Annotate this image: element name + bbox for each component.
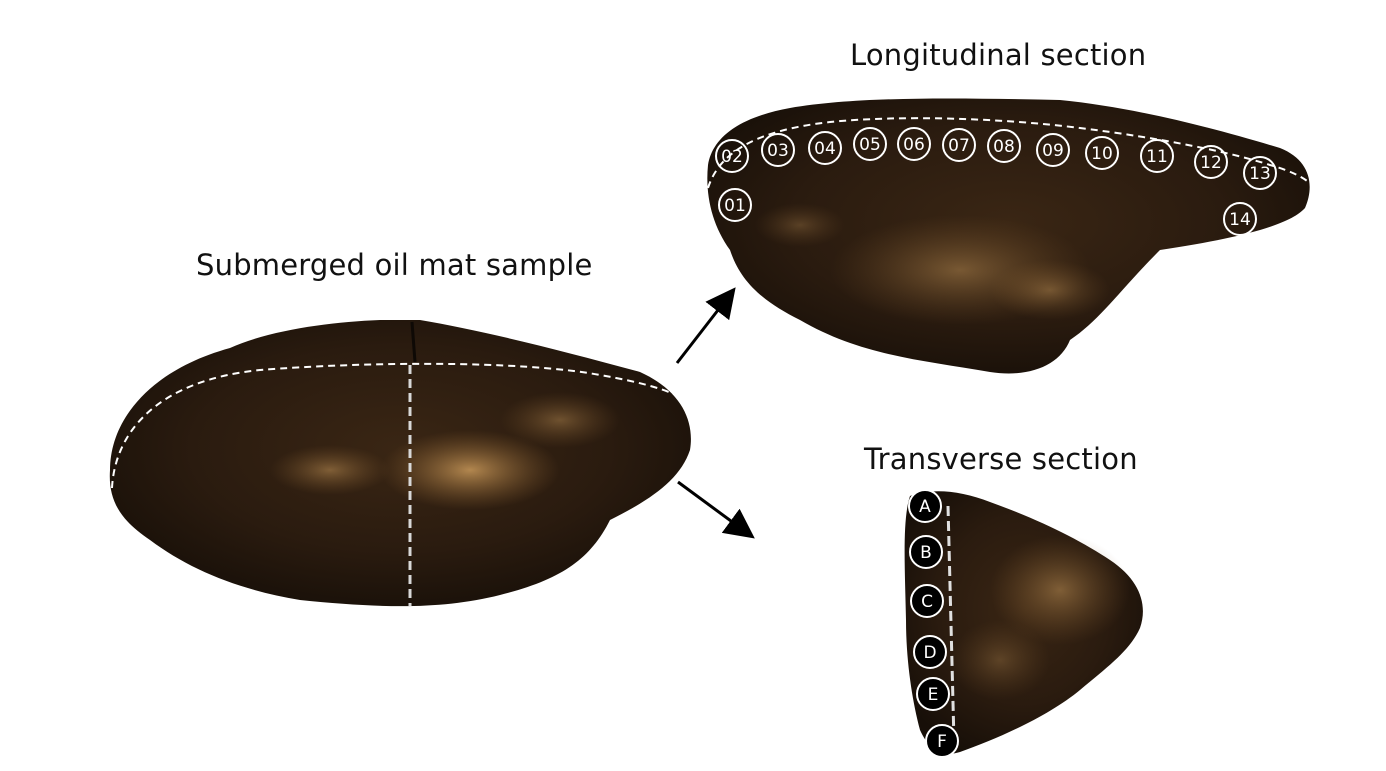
- marker-label: B: [920, 543, 932, 563]
- marker-circle: [761, 133, 795, 167]
- marker-02: 02: [715, 139, 749, 173]
- marker-label: 01: [724, 196, 746, 216]
- marker-label: F: [937, 732, 947, 752]
- marker-circle: [916, 677, 950, 711]
- marker-circle: [715, 139, 749, 173]
- arrow-to-longitudinal: [675, 287, 736, 364]
- marker-circle: [942, 128, 976, 162]
- marker-C: C: [910, 584, 944, 618]
- marker-label: 05: [859, 135, 881, 155]
- marker-label: 03: [767, 141, 789, 161]
- marker-circle: [1036, 133, 1070, 167]
- marker-14: 14: [1223, 202, 1257, 236]
- marker-03: 03: [761, 133, 795, 167]
- longitudinal-markers: 01 02 03 04 05 06 07 08 09 10 11 12 13 14: [715, 127, 1277, 236]
- marker-label: 10: [1091, 144, 1113, 164]
- marker-label: 13: [1249, 164, 1271, 184]
- marker-D: D: [913, 635, 947, 669]
- marker-label: 02: [721, 147, 743, 167]
- marker-label: E: [928, 685, 939, 705]
- marker-label: 07: [948, 136, 970, 156]
- transverse-section-title: Transverse section: [864, 442, 1138, 476]
- marker-label: 09: [1042, 141, 1064, 161]
- marker-label: 14: [1229, 210, 1251, 230]
- transverse-markers: A B C D E F: [908, 489, 959, 758]
- marker-circle: [853, 127, 887, 161]
- longitudinal-section-title: Longitudinal section: [850, 38, 1147, 72]
- marker-13: 13: [1243, 156, 1277, 190]
- marker-06: 06: [897, 127, 931, 161]
- marker-circle: [925, 724, 959, 758]
- marker-circle: [718, 188, 752, 222]
- oil-mat-sample-image: [109, 320, 691, 607]
- marker-circle: [908, 489, 942, 523]
- marker-F: F: [925, 724, 959, 758]
- marker-label: 06: [903, 135, 925, 155]
- marker-circle: [1223, 202, 1257, 236]
- marker-label: A: [919, 497, 931, 517]
- marker-circle: [808, 131, 842, 165]
- marker-08: 08: [987, 129, 1021, 163]
- marker-label: 08: [993, 137, 1015, 157]
- arrow-to-transverse: [677, 480, 755, 539]
- marker-circle: [1243, 156, 1277, 190]
- marker-E: E: [916, 677, 950, 711]
- marker-circle: [910, 584, 944, 618]
- marker-04: 04: [808, 131, 842, 165]
- marker-label: 04: [814, 139, 836, 159]
- sample-title: Submerged oil mat sample: [196, 248, 593, 282]
- marker-10: 10: [1085, 136, 1119, 170]
- marker-B: B: [909, 535, 943, 569]
- marker-circle: [909, 535, 943, 569]
- marker-circle: [987, 129, 1021, 163]
- marker-circle: [913, 635, 947, 669]
- marker-circle: [1085, 136, 1119, 170]
- marker-label: C: [921, 592, 933, 612]
- marker-09: 09: [1036, 133, 1070, 167]
- marker-circle: [1194, 145, 1228, 179]
- marker-07: 07: [942, 128, 976, 162]
- marker-label: 12: [1200, 153, 1222, 173]
- marker-05: 05: [853, 127, 887, 161]
- marker-12: 12: [1194, 145, 1228, 179]
- longitudinal-section-image: [707, 98, 1316, 374]
- marker-label: D: [923, 643, 936, 663]
- transverse-section-image: [904, 491, 1143, 754]
- marker-11: 11: [1140, 139, 1174, 173]
- marker-A: A: [908, 489, 942, 523]
- marker-label: 11: [1146, 147, 1168, 167]
- marker-circle: [1140, 139, 1174, 173]
- marker-circle: [897, 127, 931, 161]
- marker-01: 01: [718, 188, 752, 222]
